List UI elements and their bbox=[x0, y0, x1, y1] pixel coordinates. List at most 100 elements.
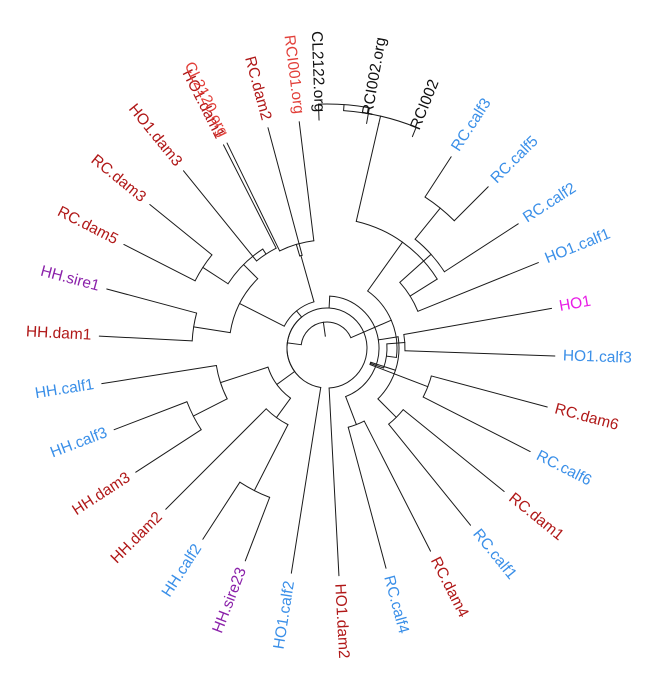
leaf-branch bbox=[135, 429, 202, 473]
leaf-branch bbox=[402, 409, 505, 492]
leaf-branch bbox=[202, 481, 241, 540]
tree-branch bbox=[370, 361, 396, 371]
tree-branch bbox=[414, 207, 441, 240]
leaf-branch bbox=[388, 423, 471, 526]
leaf-label: RC.calf3 bbox=[448, 95, 495, 154]
leaf-branch bbox=[101, 365, 217, 385]
leaf-branch bbox=[123, 243, 196, 282]
tree-branch bbox=[369, 362, 385, 369]
leaf-label: HO1 bbox=[558, 293, 592, 315]
leaf-branch bbox=[226, 142, 281, 252]
leaf-label: HH.dam2 bbox=[108, 509, 166, 567]
tree-branch bbox=[399, 253, 432, 283]
tree-branch bbox=[369, 363, 429, 388]
leaf-branch bbox=[404, 350, 556, 357]
leaf-branch bbox=[183, 170, 258, 262]
tree-branch bbox=[286, 342, 302, 346]
tree-branch bbox=[275, 397, 292, 419]
leaf-label: RC.calf2 bbox=[520, 180, 579, 227]
leaf-branch bbox=[106, 288, 198, 314]
leaf-label: HH.calf3 bbox=[48, 424, 110, 461]
leaf-branch bbox=[430, 375, 548, 408]
leaf-label: HH.dam3 bbox=[69, 469, 133, 519]
tree-branch bbox=[377, 336, 399, 341]
leaf-branch bbox=[443, 223, 519, 273]
tree-branch bbox=[295, 243, 301, 257]
tree-branch bbox=[300, 255, 315, 303]
leaf-branch bbox=[98, 335, 193, 342]
leaf-label: HO1.calf2 bbox=[271, 580, 299, 651]
tree-branch-arc bbox=[256, 247, 277, 262]
leaf-label: RCI001.org bbox=[281, 34, 308, 115]
tree-branch bbox=[328, 295, 331, 309]
tree-branch-arc bbox=[329, 295, 380, 398]
leaf-label: HH.calf1 bbox=[34, 376, 95, 402]
leaf-label: HO1.calf1 bbox=[542, 226, 612, 268]
leaf-label: RC.calf4 bbox=[380, 574, 412, 636]
leaf-label: RCI002 bbox=[407, 77, 442, 132]
tree-branch bbox=[202, 266, 229, 285]
leaf-branch bbox=[290, 387, 322, 574]
leaf-branch bbox=[417, 262, 539, 312]
leaf-label: CL2122.org bbox=[308, 31, 328, 113]
tree-branch bbox=[377, 398, 397, 418]
leaf-label: HH.calf2 bbox=[159, 541, 206, 600]
tree-branch bbox=[355, 123, 380, 222]
leaf-label: RC.dam5 bbox=[55, 203, 121, 248]
leaf-branch bbox=[222, 144, 277, 249]
leaf-label: HH.sire1 bbox=[39, 263, 102, 295]
tree-branch bbox=[322, 321, 326, 337]
tree-branch bbox=[219, 366, 269, 384]
leaf-branch bbox=[422, 396, 531, 453]
tree-branch bbox=[345, 396, 357, 426]
tree-branch bbox=[243, 264, 259, 280]
leaf-label: RC.dam2 bbox=[241, 54, 274, 122]
tree-branch bbox=[192, 398, 228, 417]
tree-branch-arc bbox=[300, 321, 352, 346]
leaf-branch bbox=[403, 307, 553, 335]
leaf-label: RC.calf5 bbox=[488, 133, 542, 187]
tree-branch bbox=[276, 371, 296, 385]
leaf-branch bbox=[453, 186, 489, 222]
leaf-branch bbox=[363, 420, 432, 552]
tree-branch bbox=[296, 310, 303, 318]
tree-branch bbox=[253, 424, 289, 492]
leaf-branch bbox=[298, 121, 315, 242]
leaf-branch bbox=[411, 126, 417, 138]
tree-branch bbox=[386, 342, 406, 345]
tree-branches bbox=[98, 103, 556, 577]
tree-branch bbox=[350, 319, 392, 339]
leaf-branch bbox=[347, 426, 387, 569]
leaf-branch bbox=[424, 156, 452, 198]
leaf-label: HH.sire23 bbox=[209, 565, 250, 635]
leaf-label: RC.dam6 bbox=[553, 400, 621, 433]
leaf-branch bbox=[165, 408, 267, 510]
leaf-branch bbox=[149, 204, 213, 256]
tree-branch bbox=[378, 115, 382, 125]
leaf-branch bbox=[366, 107, 370, 124]
leaf-label: HH.dam1 bbox=[26, 323, 92, 343]
tree-branch bbox=[385, 355, 397, 358]
leaf-label: HO1.calf3 bbox=[563, 347, 632, 366]
leaf-branch bbox=[267, 127, 303, 256]
tree-branch bbox=[239, 303, 285, 327]
leaf-branch bbox=[113, 401, 188, 431]
tree-branch-arc bbox=[399, 281, 419, 312]
leaf-branch bbox=[328, 387, 340, 577]
leaf-branch bbox=[317, 103, 320, 121]
leaf-branch bbox=[244, 496, 271, 562]
leaf-label: HO1.dam3 bbox=[125, 101, 185, 170]
leaf-label: RC.dam4 bbox=[427, 554, 472, 620]
leaf-label: HO1.dam2 bbox=[331, 583, 352, 659]
leaf-label: RC.calf1 bbox=[469, 526, 520, 583]
leaf-label: RCI002.org bbox=[359, 36, 390, 117]
tree-branch bbox=[409, 278, 438, 297]
tree-branch bbox=[367, 241, 403, 292]
leaf-label: RC.dam1 bbox=[505, 490, 567, 544]
leaf-label: RC.calf6 bbox=[534, 447, 595, 489]
leaf-label: RC.dam3 bbox=[88, 151, 150, 205]
tree-branch bbox=[193, 326, 231, 334]
tree-branch bbox=[262, 248, 267, 255]
